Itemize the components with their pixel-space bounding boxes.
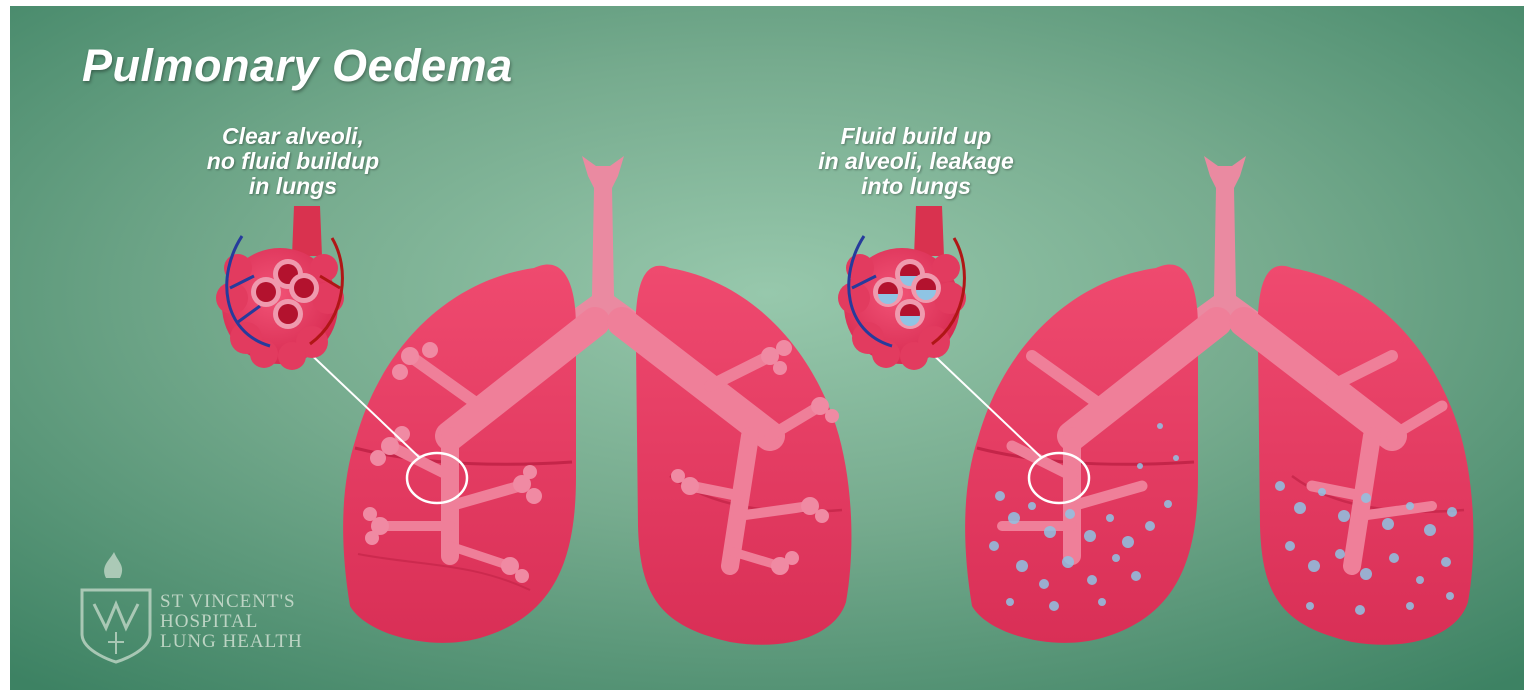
logo-line: HOSPITAL (160, 612, 303, 632)
bronchiole-stem (914, 206, 944, 256)
caption-line: in alveoli, leakage (766, 149, 1066, 174)
pulmonary-oedema-illustration (10, 6, 1524, 690)
caption-line: Clear alveoli, (143, 124, 443, 149)
healthy-caption: Clear alveoli, no fluid buildup in lungs (143, 124, 443, 199)
hospital-logo-text: ST VINCENT'S HOSPITAL LUNG HEALTH (160, 592, 303, 652)
logo-line: LUNG HEALTH (160, 632, 303, 652)
oedema-caption: Fluid build up in alveoli, leakage into … (766, 124, 1066, 199)
caption-line: into lungs (766, 174, 1066, 199)
bronchiole-stem (292, 206, 322, 256)
caption-line: in lungs (143, 174, 443, 199)
logo-line: ST VINCENT'S (160, 592, 303, 612)
caption-line: Fluid build up (766, 124, 1066, 149)
caption-line: no fluid buildup (143, 149, 443, 174)
page-title: Pulmonary Oedema (82, 40, 513, 92)
illustration-stage: Pulmonary Oedema Clear alveoli, no fluid… (10, 6, 1524, 690)
